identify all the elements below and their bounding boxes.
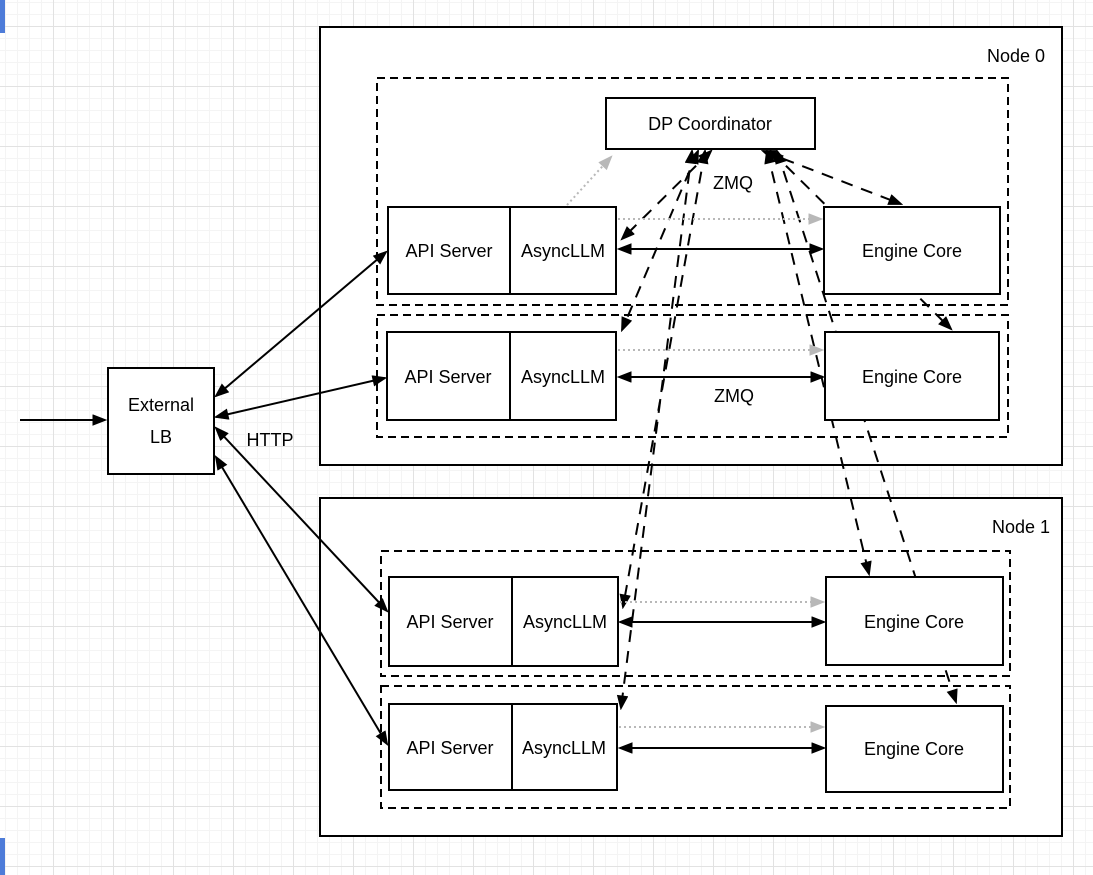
edge-dotted-asyncllm-coordinator[interactable] xyxy=(566,157,611,206)
asyncllm-label-n0r0: AsyncLLM xyxy=(521,241,605,261)
engine-core-box-n0r0[interactable]: Engine Core xyxy=(823,206,1001,295)
api-asyncllm-box-n1r1[interactable]: API Server AsyncLLM xyxy=(388,703,618,791)
asyncllm-label-n1r1: AsyncLLM xyxy=(522,738,606,758)
engine-core-label-n0r1: Engine Core xyxy=(862,367,962,387)
asyncllm-label-n1r0: AsyncLLM xyxy=(523,612,607,632)
api-server-label-n1r1: API Server xyxy=(406,738,493,758)
external-lb-rect[interactable] xyxy=(107,367,215,475)
dp-coordinator-label: DP Coordinator xyxy=(648,114,772,134)
zmq-engine-edge-label: ZMQ xyxy=(714,386,754,406)
edge-http-lb-api-n0r0[interactable] xyxy=(216,252,386,396)
api-asyncllm-box-n0r0[interactable]: API Server AsyncLLM xyxy=(387,206,617,295)
api-asyncllm-box-n0r1[interactable]: API Server AsyncLLM xyxy=(386,331,617,421)
engine-core-rect-n1r1[interactable] xyxy=(825,705,1004,793)
engine-core-label-n1r0: Engine Core xyxy=(864,612,964,632)
api-asyncllm-rect-n0r1[interactable] xyxy=(386,331,617,421)
engine-core-rect-n1r0[interactable] xyxy=(825,576,1004,666)
zmq-coordinator-edge-label: ZMQ xyxy=(713,173,753,193)
edge-http-lb-api-n0r1[interactable] xyxy=(216,378,385,417)
api-server-label-n1r0: API Server xyxy=(406,612,493,632)
api-server-label-n0r1: API Server xyxy=(404,367,491,387)
external-lb-box[interactable]: External LB xyxy=(107,367,215,475)
engine-core-rect-n0r1[interactable] xyxy=(824,331,1000,421)
node1-label: Node 1 xyxy=(992,517,1050,537)
external-lb-label-line1: External xyxy=(128,395,194,415)
http-edge-label: HTTP xyxy=(247,430,294,450)
dp-coordinator-rect[interactable] xyxy=(605,97,816,150)
api-asyncllm-rect-n0r0[interactable] xyxy=(387,206,617,295)
engine-core-label-n1r1: Engine Core xyxy=(864,739,964,759)
engine-core-label-n0r0: Engine Core xyxy=(862,241,962,261)
api-server-label-n0r0: API Server xyxy=(405,241,492,261)
page-edge-marker-bottom xyxy=(0,838,5,875)
engine-core-box-n0r1[interactable]: Engine Core xyxy=(824,331,1000,421)
engine-core-box-n1r1[interactable]: Engine Core xyxy=(825,705,1004,793)
page-edge-marker-top xyxy=(0,0,5,33)
api-asyncllm-rect-n1r1[interactable] xyxy=(388,703,618,791)
asyncllm-label-n0r1: AsyncLLM xyxy=(521,367,605,387)
api-asyncllm-box-n1r0[interactable]: API Server AsyncLLM xyxy=(388,576,619,667)
node0-label: Node 0 xyxy=(987,46,1045,66)
external-lb-label-line2: LB xyxy=(150,427,172,447)
dp-coordinator-box[interactable]: DP Coordinator xyxy=(605,97,816,150)
engine-core-box-n1r0[interactable]: Engine Core xyxy=(825,576,1004,666)
engine-core-rect-n0r0[interactable] xyxy=(823,206,1001,295)
edge-zmq-asyncllm-engine-n1r1-placeholder0[interactable] xyxy=(216,457,387,744)
api-asyncllm-rect-n1r0[interactable] xyxy=(388,576,619,667)
